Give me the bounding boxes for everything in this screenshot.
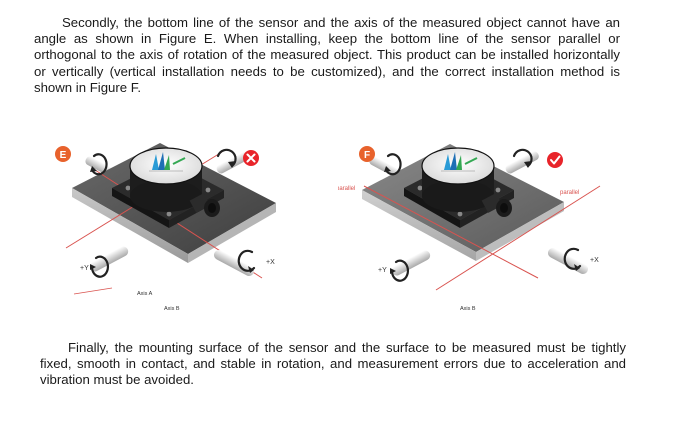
rotation-arrow-icon <box>90 255 110 278</box>
rotation-arrow-icon <box>90 153 108 176</box>
shaft-x-back <box>505 151 539 174</box>
shaft-y-front <box>89 246 129 272</box>
figure-e-incorrect-installation: E +Y +X Axis A Axis B <box>52 128 352 328</box>
cross-mark-icon <box>243 150 259 166</box>
check-mark-icon <box>547 152 563 168</box>
figure-f-badge: F <box>359 146 375 162</box>
sensor-logo-icon <box>149 152 186 172</box>
shaft-y-front <box>391 250 431 276</box>
rotation-arrow-icon <box>390 259 410 282</box>
figure-e-badge: E <box>55 146 71 162</box>
mounting-plate-side <box>72 188 188 263</box>
sensor-connector <box>189 193 220 217</box>
plus-y-label: +Y <box>378 267 387 274</box>
paragraph-mounting-surface: Finally, the mounting surface of the sen… <box>40 340 626 388</box>
plus-x-label: +X <box>266 259 275 266</box>
plus-x-label: +X <box>590 257 599 264</box>
shaft-x-front <box>213 250 255 276</box>
rotation-arrow-icon <box>384 153 402 176</box>
parallel-label-left: parallel <box>338 186 355 192</box>
mounting-plate-side <box>362 190 476 261</box>
paragraph-installation-angle: Secondly, the bottom line of the sensor … <box>34 15 620 95</box>
axis-b-label: Axis B <box>460 306 476 312</box>
svg-text:F: F <box>364 150 370 161</box>
parallel-line-right <box>435 185 601 291</box>
plus-y-label: +Y <box>80 265 89 272</box>
figure-f-correct-installation: F parallel parallel +Y +X Axis B <box>338 128 638 328</box>
sensor-connector <box>481 193 512 217</box>
axis-a-label: Axis A <box>137 291 153 297</box>
parallel-line-left <box>363 185 539 279</box>
parallel-label-right: parallel <box>560 190 579 196</box>
axis-b-label: Axis B <box>164 306 180 312</box>
sensor-logo-icon <box>441 152 478 172</box>
svg-text:E: E <box>60 150 67 161</box>
